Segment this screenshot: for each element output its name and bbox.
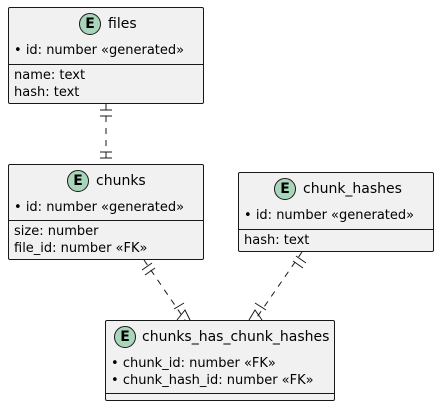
cardinality-hashes-exactly-one xyxy=(292,255,307,269)
key-attribute: • id: number «generated» xyxy=(244,208,415,223)
key-attribute: • id: number «generated» xyxy=(14,200,185,215)
cardinality-files-one xyxy=(100,109,112,117)
divider xyxy=(9,220,203,221)
cardinality-chunks-one xyxy=(100,151,112,159)
key-bullet-icon: • xyxy=(14,200,26,215)
key-attribute: • chunk_id: number «FK» xyxy=(111,356,276,371)
cardinality-chunks-exactly-one xyxy=(141,262,156,276)
key-bullet-icon: • xyxy=(111,373,123,388)
relation-hashes-junction xyxy=(254,251,303,321)
key-bullet-icon: • xyxy=(14,43,26,58)
entity-title: files xyxy=(108,16,137,32)
entity-icon: E xyxy=(274,178,296,200)
attribute: size: number xyxy=(14,224,99,239)
attribute: name: text xyxy=(14,68,86,83)
cardinality-junction-many-left xyxy=(173,302,191,321)
entity-icon: E xyxy=(114,326,136,348)
entity-title: chunks_has_chunk_hashes xyxy=(142,329,330,345)
key-attribute: • id: number «generated» xyxy=(14,43,185,58)
divider xyxy=(239,229,433,230)
entity-title: chunks xyxy=(96,173,146,189)
relation-chunks-junction xyxy=(143,259,186,321)
key-bullet-icon: • xyxy=(244,208,256,223)
entity-title: chunk_hashes xyxy=(303,181,402,197)
entity-chunks-has-chunk-hashes[interactable]: E chunks_has_chunk_hashes • chunk_id: nu… xyxy=(105,320,335,401)
entity-icon: E xyxy=(67,170,89,192)
divider xyxy=(106,393,334,394)
cardinality-junction-many-right xyxy=(248,302,267,321)
entity-files[interactable]: E files • id: number «generated» name: t… xyxy=(8,7,204,104)
key-attribute: • chunk_hash_id: number «FK» xyxy=(111,373,314,388)
entity-chunk-hashes[interactable]: E chunk_hashes • id: number «generated» … xyxy=(238,172,434,252)
entity-chunks[interactable]: E chunks • id: number «generated» size: … xyxy=(8,164,204,260)
entity-icon: E xyxy=(79,13,101,35)
attribute: hash: text xyxy=(244,233,310,248)
attribute: hash: text xyxy=(14,85,80,100)
attribute: file_id: number «FK» xyxy=(14,241,148,256)
divider xyxy=(9,64,203,65)
key-bullet-icon: • xyxy=(111,356,123,371)
